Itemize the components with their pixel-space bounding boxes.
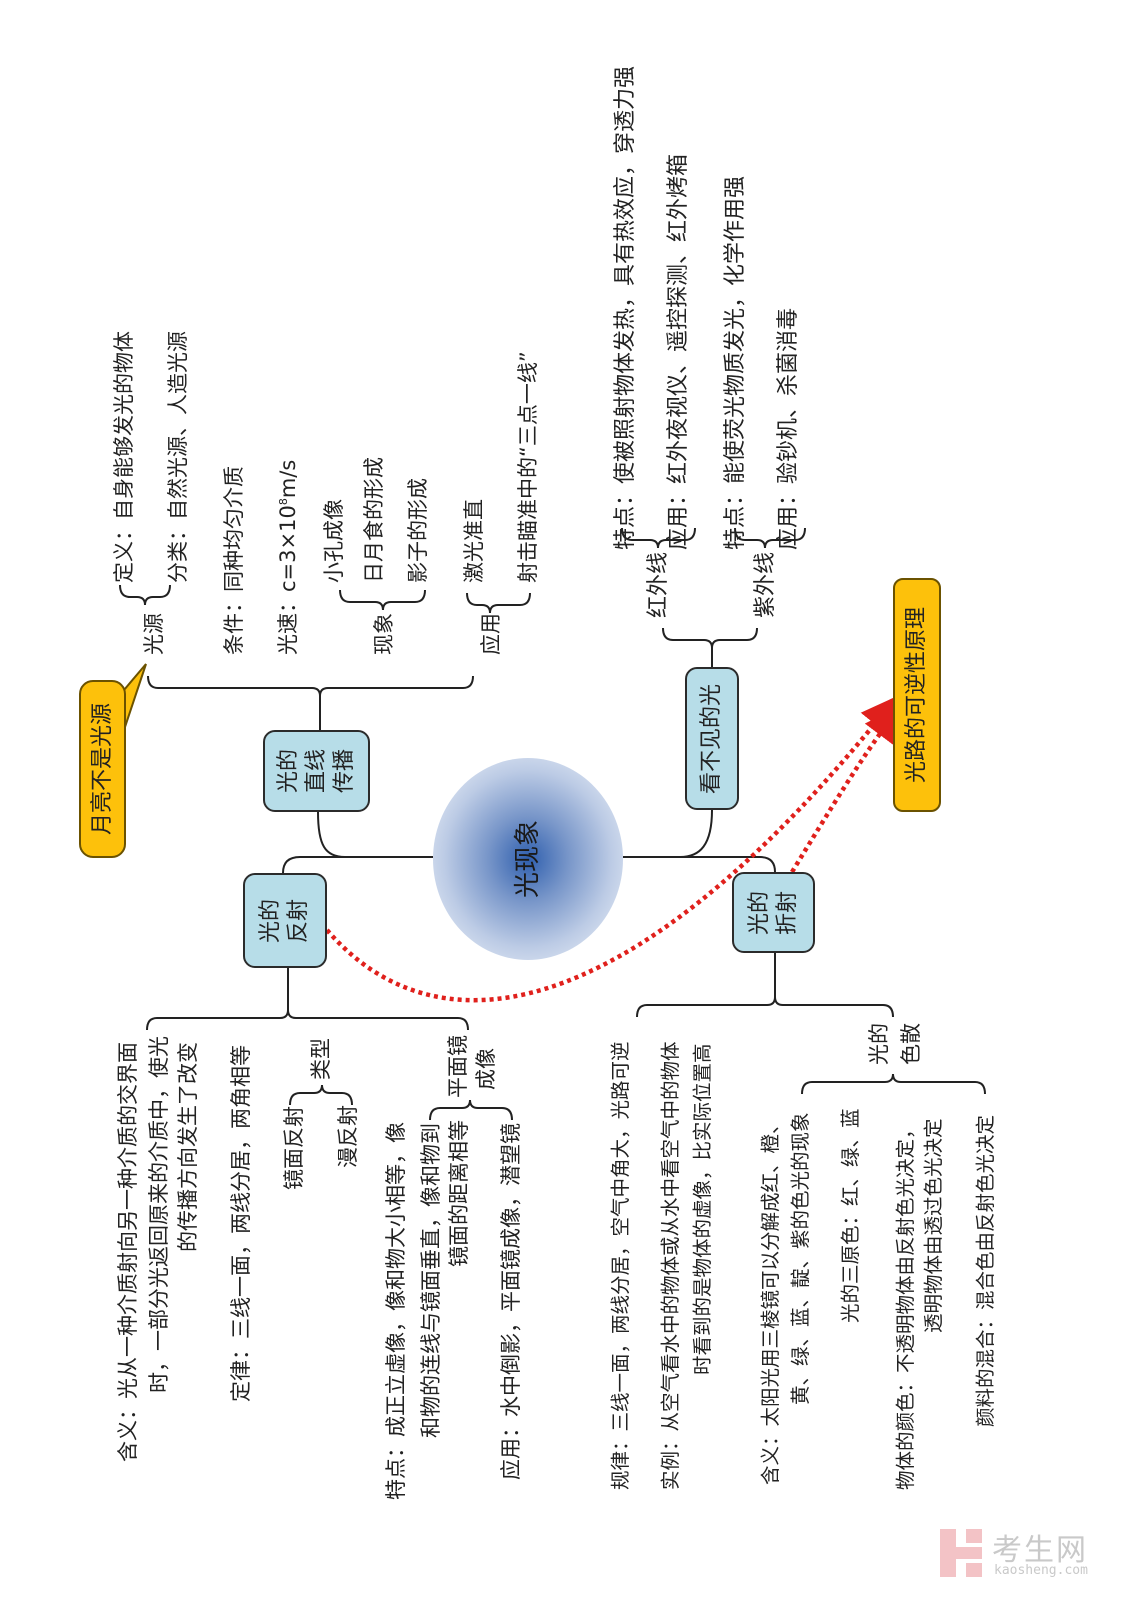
- refraction-example-line: 时看到的是物体的虚像，比实际位置高: [691, 1043, 714, 1375]
- plane-mirror-application: 应用：水中倒影，平面镜成像，潜望镜: [499, 1123, 523, 1480]
- light-speed: 光速：c=3×108m/s: [273, 459, 300, 655]
- light-source-definition: 定义：自身能够发光的物体: [112, 331, 136, 583]
- brace-reflection-types: [289, 1084, 353, 1106]
- node-refraction[interactable]: 光的折射: [732, 872, 815, 953]
- node-reflection[interactable]: 光的反射: [243, 873, 327, 968]
- watermark-name: 考生网: [992, 1533, 1088, 1568]
- infrared-applications: 应用：红外夜视仪、遥控探测、红外烤箱: [666, 153, 691, 550]
- brace-infrared: [621, 527, 696, 549]
- brace-dispersion: [801, 1073, 986, 1095]
- light-speed-value: c=3×10: [276, 505, 300, 592]
- primary-colors: 光的三原色：红、绿、蓝: [839, 1108, 862, 1323]
- application-item: 激光准直: [462, 499, 486, 583]
- brace-invisible-light: [662, 627, 758, 649]
- trunk-left: [282, 856, 433, 874]
- brace-ultraviolet: [734, 527, 806, 549]
- watermark: 考生网 kaosheng.com: [940, 1525, 1100, 1585]
- plane-mirror-feature-line: 特点：成正立虚像，像和物大小相等，像: [384, 1122, 408, 1500]
- phenomenon-item: 日月食的形成: [362, 457, 386, 583]
- light-source-classification: 分类：自然光源、人造光源: [166, 331, 190, 583]
- watermark-url: kaosheng.com: [994, 1563, 1088, 1578]
- trunk-right: [623, 856, 776, 873]
- brace-applications: [466, 592, 531, 614]
- brace-reflection: [146, 1009, 469, 1031]
- connector-rectilinear-trunk: [317, 811, 346, 858]
- node-label: 反射: [286, 898, 311, 943]
- light-speed-unit: m/s: [276, 459, 300, 499]
- reflection-types-label: 类型: [309, 1038, 333, 1080]
- dispersion-label: 色散: [899, 1023, 923, 1065]
- node-label: 直线: [303, 748, 329, 794]
- brace-phenomena: [339, 589, 426, 611]
- reflection-meaning-line: 含义：光从一种介质射向另一种介质的交界面: [116, 1042, 140, 1462]
- node-label: 光的: [746, 890, 772, 935]
- light-source-label: 光源: [142, 613, 166, 655]
- dispersion-meaning-line: 含义：太阳光用三棱镜可以分解成红、橙、: [759, 1114, 782, 1485]
- plane-mirror-label: 成像: [474, 1048, 498, 1090]
- plane-mirror-label: 平面镜: [446, 1035, 470, 1098]
- brace-rectilinear: [147, 675, 474, 697]
- phenomena-label: 现象: [372, 613, 396, 655]
- applications-label: 应用: [479, 613, 503, 655]
- brace-plane-mirror: [429, 1099, 513, 1121]
- callout-tail: [123, 663, 147, 731]
- application-item: 射击瞄准中的“三点一线”: [516, 351, 540, 583]
- refraction-example-line: 实例：从空气看水中的物体或从水中看空气中的物体: [659, 1041, 682, 1490]
- pigment-mixing: 颜料的混合：混合色由反射色光决定: [974, 1114, 997, 1427]
- brace-refraction: [636, 996, 894, 1018]
- plane-mirror-feature-line: 镜面的距离相等: [447, 1120, 471, 1267]
- node-label: 看不见的光: [699, 683, 724, 794]
- node-label: 传播: [331, 748, 357, 794]
- object-color-line: 透明物体由透过色光决定: [922, 1118, 945, 1333]
- ultraviolet-label: 紫外线: [753, 551, 778, 618]
- ultraviolet-features: 特点：能使荧光物质发光，化学作用强: [723, 175, 748, 550]
- center-topic-label: 光现象: [513, 819, 543, 899]
- watermark-logo-icon: [940, 1529, 982, 1577]
- reflection-type-item: 镜面反射: [282, 1106, 306, 1190]
- reflection-meaning-line: 的传播方向发生了改变: [176, 1042, 200, 1252]
- node-invisible-light[interactable]: 看不见的光: [685, 667, 739, 810]
- dispersion-meaning-line: 黄、绿、蓝、靛、紫的色光的现象: [789, 1112, 812, 1405]
- center-topic[interactable]: 光现象: [433, 758, 623, 960]
- node-label: 折射: [774, 890, 800, 935]
- refraction-law: 规律：三线一面，两线分居，空气中角大，光路可逆: [609, 1041, 632, 1490]
- propagation-condition: 条件：同种均匀介质: [222, 466, 246, 655]
- callout-moon-note: 月亮不是光源: [79, 680, 126, 858]
- reflection-law: 定律：三线一面，两线分居，两角相等: [229, 1045, 253, 1402]
- reversibility-arrow-refraction: [790, 705, 901, 874]
- dispersion-label: 光的: [867, 1023, 891, 1065]
- node-reversibility[interactable]: 光路的可逆性原理: [893, 578, 941, 812]
- infrared-features: 特点：使被照射物体发热，具有热效应，穿透力强: [613, 65, 638, 550]
- node-rectilinear-propagation[interactable]: 光的直线传播: [263, 730, 370, 812]
- phenomenon-item: 小孔成像: [322, 499, 346, 583]
- callout-text: 月亮不是光源: [89, 702, 115, 836]
- plane-mirror-feature-line: 和物的连线与镜面垂直，像和物到: [419, 1123, 443, 1438]
- infrared-label: 红外线: [646, 551, 671, 618]
- reflection-type-item: 漫反射: [336, 1105, 360, 1168]
- node-label: 光路的可逆性原理: [904, 606, 929, 784]
- connector-invisible-trunk: [679, 809, 713, 858]
- object-color-line: 物体的颜色：不透明物体由反射色光决定，: [894, 1119, 917, 1490]
- ultraviolet-applications: 应用：验钞机、杀菌消毒: [776, 307, 801, 550]
- brace-light-source: [119, 584, 171, 606]
- phenomenon-item: 影子的形成: [406, 478, 430, 583]
- node-label: 光的: [275, 748, 301, 794]
- light-speed-prefix: 光速：: [276, 592, 300, 655]
- light-speed-exponent: 8: [277, 498, 290, 506]
- node-label: 光的: [258, 898, 283, 943]
- reflection-meaning-line: 时，一部分光返回原来的介质中，使光: [147, 1036, 171, 1393]
- reversibility-arrow-reflection: [325, 695, 898, 1003]
